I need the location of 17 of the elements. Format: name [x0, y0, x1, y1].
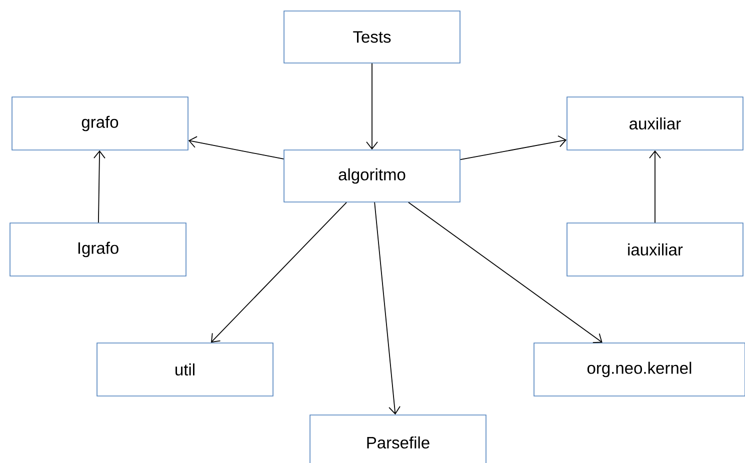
arrow [374, 202, 400, 415]
package-box: Tests [284, 10, 460, 64]
package-box: auxiliar [566, 96, 744, 150]
arrow [94, 150, 106, 224]
package-box: Parsefile [310, 414, 486, 463]
package-box: grafo [12, 96, 188, 150]
arrow [210, 202, 347, 343]
package-box: util [96, 342, 274, 396]
package-box: org.neo.kernel [534, 342, 745, 396]
arrow [649, 150, 661, 224]
arrow [366, 62, 378, 150]
package-box: iauxiliar [566, 222, 744, 276]
package-box: Igrafo [10, 222, 186, 276]
arrow [188, 136, 284, 160]
package-box: algoritmo [284, 150, 460, 202]
arrow [460, 135, 567, 160]
arrow [408, 202, 602, 343]
